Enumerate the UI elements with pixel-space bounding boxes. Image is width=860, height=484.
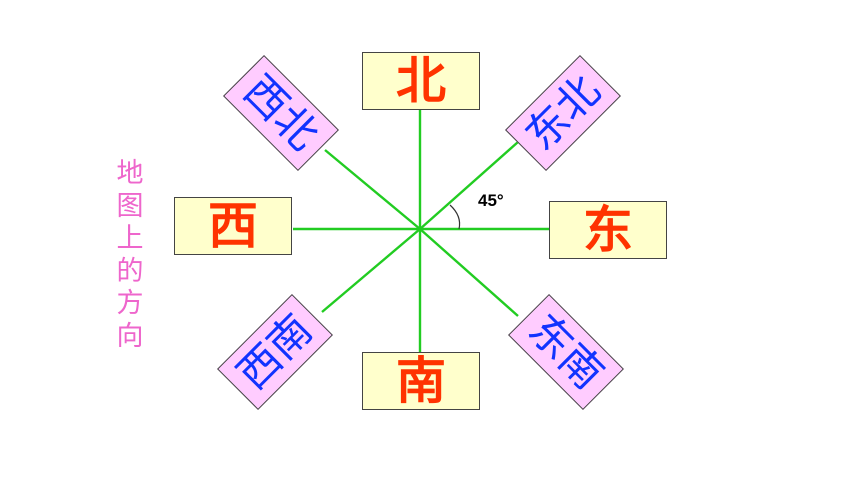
direction-west: 西 (174, 197, 292, 255)
direction-east: 东 (549, 201, 667, 259)
spoke-northeast (419, 141, 519, 230)
direction-north: 北 (362, 52, 480, 110)
angle-arc (449, 204, 461, 230)
side-title: 地图上的方向 (116, 158, 144, 352)
spoke-southwest (321, 228, 421, 313)
spoke-northwest (324, 149, 421, 230)
direction-south: 南 (362, 352, 480, 410)
spoke-southeast (419, 228, 519, 317)
compass-spokes (293, 110, 549, 352)
angle-label: 45° (478, 191, 504, 210)
